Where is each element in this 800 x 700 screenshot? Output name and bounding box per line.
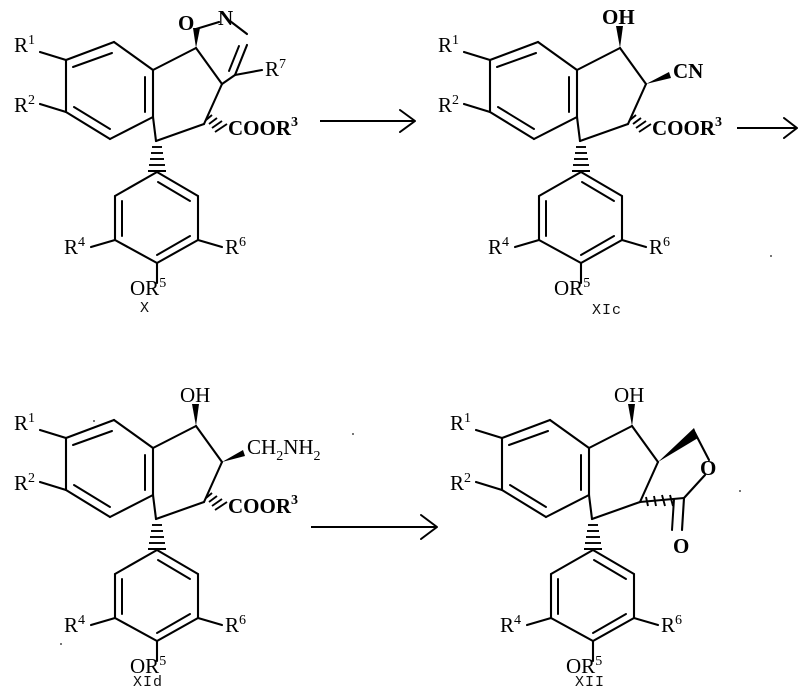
XIc-label-r1: R1	[438, 33, 459, 57]
XII-label-hydroxyl: OH	[614, 383, 644, 407]
XId-ester-hash-bond	[205, 492, 228, 511]
X-r6-bond	[196, 238, 224, 249]
XII-label-r4: R4	[500, 613, 521, 637]
XId-r6-bond	[196, 616, 224, 627]
XII-label-carbonyl-o: O	[673, 534, 689, 558]
XII-phenyl-ring	[549, 548, 636, 643]
scan-speck	[770, 255, 772, 257]
XId-label-r2: R2	[14, 471, 35, 495]
compound-label-XId: XId	[133, 674, 164, 691]
X-label-ring-o: O	[178, 11, 194, 35]
X-label-ester: COOR3	[228, 115, 298, 140]
compound-label-X: X	[140, 300, 151, 317]
XId-r2-bond	[38, 480, 68, 492]
compound-X-structure: R1 R2 O N R7 COOR3 R4 R6 OR5	[0, 0, 340, 300]
XII-lactone-hash-bond	[645, 494, 674, 507]
X-label-r2: R2	[14, 93, 35, 117]
compound-XII-svg: R1 R2 OH O O R4 R6 OR5	[450, 383, 716, 678]
XId-ch2nh2-wedge	[222, 450, 245, 462]
XId-label-ester: COOR3	[228, 493, 298, 518]
XId-label-aminomethyl: CH2NH2	[247, 435, 321, 464]
X-label-r6: R6	[225, 235, 246, 259]
XId-r4-bond	[89, 616, 117, 627]
XIc-aromatic-ring	[488, 40, 579, 141]
XIc-phenyl-ring	[537, 170, 624, 265]
X-saturated-ring	[151, 46, 224, 143]
XII-label-r1: R1	[450, 411, 471, 435]
XII-r6-bond	[632, 616, 660, 627]
X-ester-hash-bond	[205, 114, 228, 133]
X-o-wedge	[193, 28, 200, 48]
XIc-r1-bond	[462, 50, 492, 62]
compound-XII-structure: R1 R2 OH O O R4 R6 OR5	[442, 378, 800, 678]
arrow-xic-to-next	[737, 117, 798, 139]
X-r2-bond	[38, 102, 68, 114]
XIc-r2-bond	[462, 102, 492, 114]
scan-speck	[739, 490, 741, 492]
XId-saturated-ring	[151, 424, 224, 521]
XIc-r6-bond	[620, 238, 648, 249]
XII-r4-bond	[525, 616, 553, 627]
XIc-label-nitrile: CN	[673, 59, 703, 83]
XII-label-r2: R2	[450, 471, 471, 495]
X-r4-bond	[89, 238, 117, 249]
XII-aryl-hash-bond	[584, 524, 602, 550]
XIc-label-r4: R4	[488, 235, 509, 259]
X-r7-bond	[233, 68, 264, 77]
X-phenyl-ring	[113, 170, 200, 265]
XId-label-r6: R6	[225, 613, 246, 637]
XII-ch2-wedge	[658, 428, 698, 462]
XId-aromatic-ring	[64, 418, 155, 519]
XIc-label-or5: OR5	[554, 276, 590, 300]
compound-label-XIc: XIc	[592, 302, 623, 319]
XIc-label-hydroxyl: OH	[602, 5, 635, 29]
XIc-label-r6: R6	[649, 235, 670, 259]
XId-label-r1: R1	[14, 411, 35, 435]
XII-r2-bond	[474, 480, 504, 492]
XId-aryl-hash-bond	[148, 524, 166, 550]
XIc-oh-wedge	[616, 26, 623, 48]
XII-label-ring-o: O	[700, 456, 716, 480]
X-label-r7: R7	[265, 57, 286, 81]
XII-r1-bond	[474, 428, 504, 440]
XII-aromatic-ring	[500, 418, 591, 519]
X-isoxazoline-ring	[194, 19, 249, 86]
compound-label-XII: XII	[575, 674, 606, 691]
compound-X-svg: R1 R2 O N R7 COOR3 R4 R6 OR5	[14, 6, 298, 300]
XId-phenyl-ring	[113, 548, 200, 643]
arrow-xid-to-xii	[311, 514, 438, 540]
compound-XId-svg: R1 R2 OH CH2NH2 COOR3 R4 R6 OR5	[14, 383, 321, 678]
XIc-ester-hash-bond	[629, 114, 652, 133]
XII-saturated-ring	[587, 424, 660, 521]
X-label-r1: R1	[14, 33, 35, 57]
arrow-x-to-xic	[320, 109, 416, 133]
X-label-or5: OR5	[130, 276, 166, 300]
X-label-ring-n: N	[218, 6, 233, 30]
scan-speck	[93, 420, 95, 422]
XId-r1-bond	[38, 428, 68, 440]
XId-label-or5: OR5	[130, 654, 166, 678]
compound-XIc-structure: R1 R2 OH CN COOR3 R4 R6 OR5	[430, 0, 770, 300]
XII-label-or5: OR5	[566, 654, 602, 678]
XIc-label-r2: R2	[438, 93, 459, 117]
XId-label-hydroxyl: OH	[180, 383, 210, 407]
X-aromatic-ring	[64, 40, 155, 141]
XIc-saturated-ring	[575, 46, 648, 143]
XIc-r4-bond	[513, 238, 541, 249]
X-r1-bond	[38, 50, 68, 62]
XId-oh-wedge	[192, 404, 199, 426]
X-aryl-hash-bond	[148, 146, 166, 172]
compound-XIc-svg: R1 R2 OH CN COOR3 R4 R6 OR5	[438, 5, 722, 300]
XII-label-r6: R6	[661, 613, 682, 637]
XII-oh-wedge	[628, 404, 635, 426]
XIc-label-ester: COOR3	[652, 115, 722, 140]
XIc-cn-wedge	[646, 72, 671, 84]
XId-label-r4: R4	[64, 613, 85, 637]
X-label-r4: R4	[64, 235, 85, 259]
compound-XId-structure: R1 R2 OH CH2NH2 COOR3 R4 R6 OR5	[0, 378, 360, 678]
scan-speck	[352, 433, 354, 435]
scan-speck	[60, 643, 62, 645]
